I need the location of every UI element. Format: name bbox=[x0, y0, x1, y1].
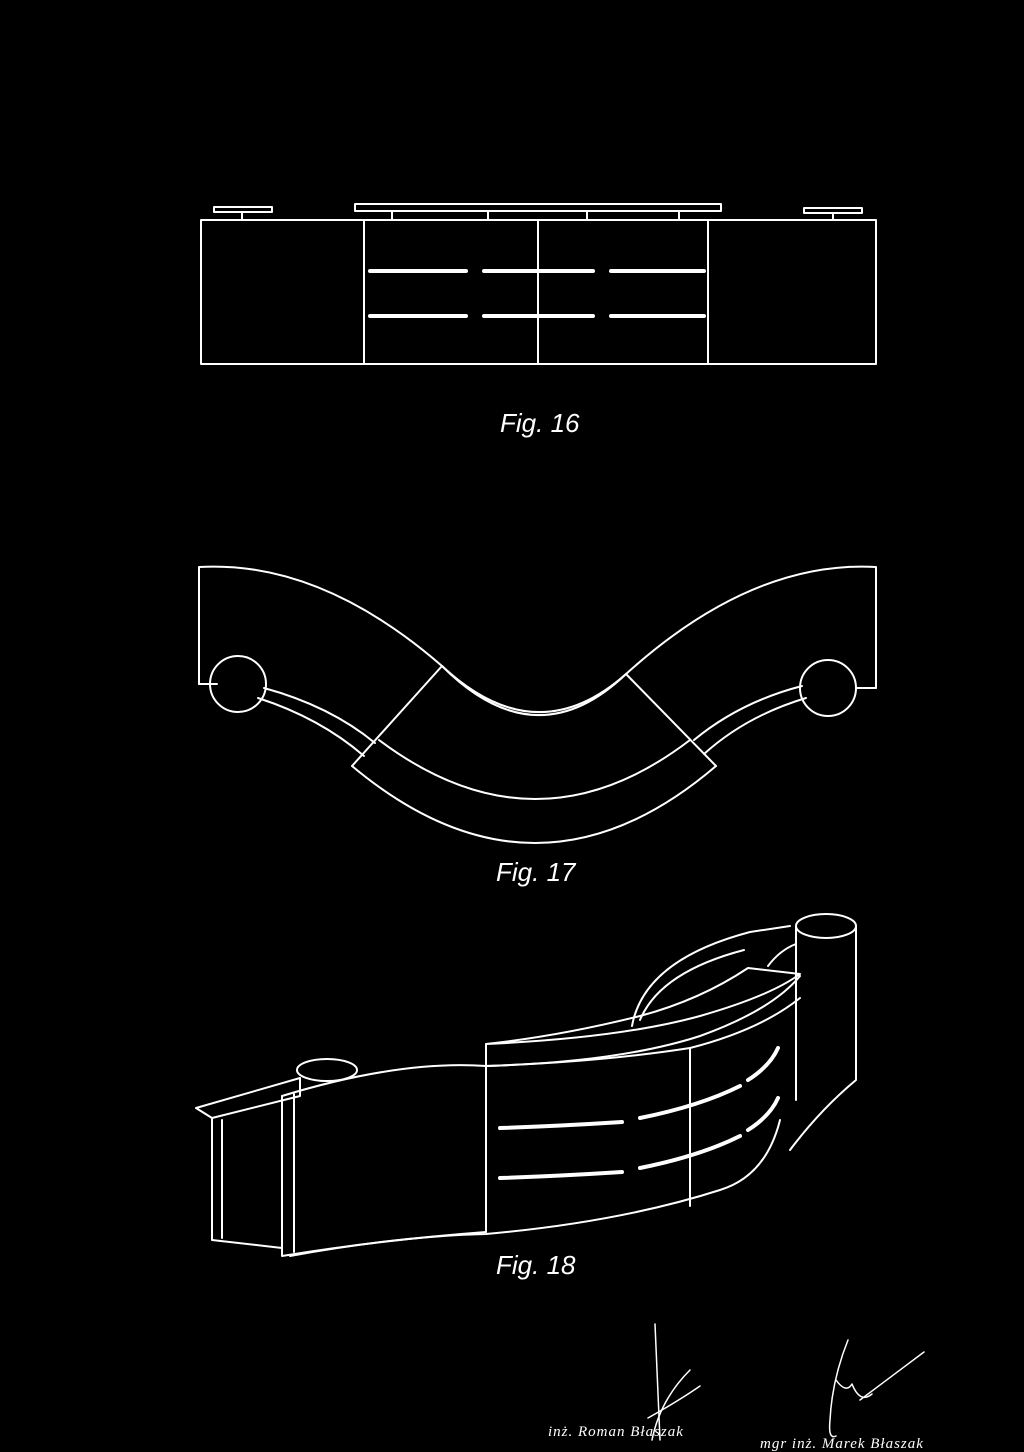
figure-16-front-elevation bbox=[200, 203, 877, 365]
raised-counter-top bbox=[485, 967, 801, 1045]
right-tower-shoulder bbox=[767, 943, 797, 967]
right-disc bbox=[795, 913, 857, 939]
figure-17-caption: Fig. 17 bbox=[496, 857, 576, 887]
inner-band-right-a bbox=[693, 685, 803, 741]
raised-counter-top bbox=[354, 203, 722, 212]
back-wall bbox=[631, 925, 791, 1027]
right-tower bbox=[789, 925, 857, 1151]
main-front-panel-top bbox=[281, 997, 801, 1097]
figure-18-perspective bbox=[195, 913, 857, 1257]
column-left bbox=[209, 655, 267, 713]
figure-18-caption: Fig. 18 bbox=[496, 1250, 576, 1280]
figure-16-caption: Fig. 16 bbox=[500, 408, 580, 438]
column-right bbox=[799, 659, 857, 717]
perspective-accent-strips bbox=[498, 1046, 780, 1180]
accent-strips bbox=[368, 269, 706, 318]
inner-band-right-b bbox=[703, 697, 807, 755]
center-segment-outer bbox=[351, 765, 717, 844]
side-disc-top-left bbox=[213, 206, 273, 213]
main-front-panel-left bbox=[281, 1095, 487, 1257]
inner-band-left-a bbox=[263, 687, 376, 744]
signatory-name-2: mgr inż. Marek Błaszak bbox=[760, 1436, 924, 1452]
center-segment-end-right bbox=[625, 673, 717, 767]
back-wall-inner bbox=[639, 949, 745, 1021]
inner-band-left-b bbox=[257, 697, 365, 757]
left-low-counter-top bbox=[195, 1077, 301, 1119]
left-disc bbox=[296, 1058, 358, 1082]
raised-counter-top-edge bbox=[485, 975, 801, 1067]
main-front-panel-bottom bbox=[289, 1119, 781, 1257]
plan-back-edge bbox=[198, 565, 877, 713]
handwritten-signature-2 bbox=[828, 1339, 925, 1438]
center-segment-end-left bbox=[351, 665, 443, 767]
handwritten-signature-1 bbox=[647, 1323, 701, 1441]
center-segment-mid bbox=[378, 739, 691, 800]
center-segment-inner bbox=[441, 665, 627, 716]
figure-17-top-plan bbox=[198, 565, 877, 844]
signatory-name-1: inż. Roman Błaszak bbox=[548, 1424, 684, 1440]
